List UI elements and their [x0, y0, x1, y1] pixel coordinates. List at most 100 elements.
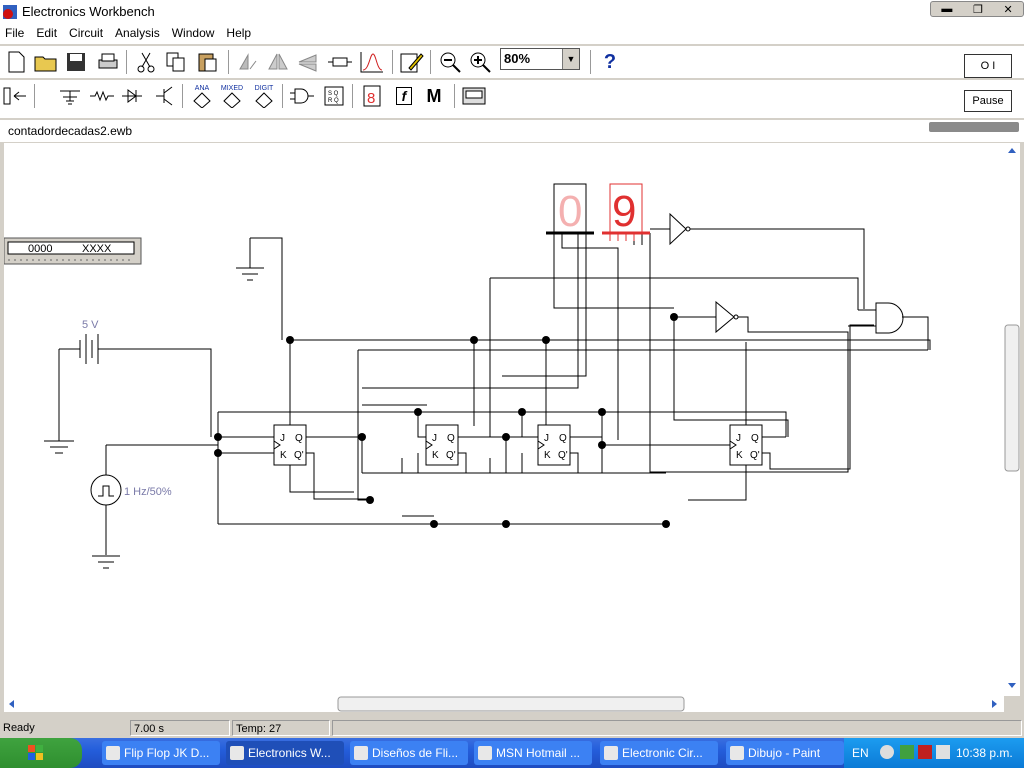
copy-button[interactable] — [162, 48, 190, 76]
document-title-bar: contadordecadas2.ewb — [0, 120, 1024, 142]
flip-vertical-button[interactable] — [294, 48, 322, 76]
volume-icon[interactable] — [880, 745, 894, 759]
rotate-button[interactable] — [234, 48, 262, 76]
print-button[interactable] — [94, 48, 122, 76]
diode-icon — [122, 89, 142, 103]
help-button[interactable]: ? — [603, 50, 617, 73]
indicators-button[interactable]: 8 — [358, 82, 386, 110]
paste-icon — [198, 53, 217, 72]
network-icon[interactable] — [900, 745, 914, 759]
transistors-button[interactable] — [150, 82, 178, 110]
ff1-qn-pin: Q' — [294, 450, 304, 461]
task-flip-flop[interactable]: Flip Flop JK D... — [102, 741, 220, 765]
vertical-scrollbar[interactable] — [1004, 143, 1020, 696]
graph-button[interactable] — [358, 48, 386, 76]
menu-bar: File Edit Circuit Analysis Window Help — [0, 24, 1024, 44]
svg-text:8: 8 — [367, 90, 375, 107]
digital-ic-icon — [255, 91, 273, 108]
new-file-button[interactable] — [2, 48, 30, 76]
description-pencil-icon — [400, 53, 424, 73]
minimize-icon[interactable]: ▬ — [941, 3, 953, 15]
menu-window[interactable]: Window — [171, 26, 215, 40]
word-generator-left: 0000 — [28, 243, 52, 255]
tray-app-icon[interactable] — [936, 745, 950, 759]
description-button[interactable] — [398, 48, 426, 76]
start-button[interactable] — [0, 738, 82, 768]
miscellaneous-button[interactable]: M — [420, 82, 448, 110]
menu-edit[interactable]: Edit — [36, 26, 58, 40]
parts-bin-button[interactable] — [2, 82, 30, 110]
task-label: Electronic Cir... — [622, 746, 703, 760]
ground-source-icon — [60, 90, 80, 105]
menu-analysis[interactable]: Analysis — [115, 26, 160, 40]
pause-button[interactable]: Pause — [964, 90, 1012, 112]
analog-label: ANA — [194, 84, 210, 92]
zonealarm-icon[interactable] — [918, 745, 932, 759]
ff4-q-pin: Q — [751, 433, 759, 444]
ff2-q-pin: Q — [447, 433, 455, 444]
diodes-button[interactable] — [118, 82, 146, 110]
seven-segment-icon: 8 — [363, 85, 381, 107]
open-button[interactable] — [32, 48, 60, 76]
scissors-icon — [137, 52, 155, 73]
digital-ics-button[interactable]: DIGIT — [250, 82, 278, 110]
task-paint[interactable]: Dibujo - Paint — [726, 741, 844, 765]
subcircuit-button[interactable] — [326, 48, 354, 76]
ie-icon — [106, 746, 120, 760]
basic-button[interactable] — [88, 82, 116, 110]
task-disenos[interactable]: Diseños de Fli... — [350, 741, 468, 765]
svg-text:S Q: S Q — [328, 91, 339, 97]
task-label: MSN Hotmail ... — [496, 746, 581, 760]
menu-file[interactable]: File — [5, 26, 25, 40]
language-indicator[interactable]: EN — [852, 746, 869, 760]
transistor-icon — [156, 86, 173, 106]
document-window-controls[interactable] — [929, 122, 1019, 132]
task-label: Diseños de Fli... — [372, 746, 459, 760]
task-msn-hotmail[interactable]: MSN Hotmail ... — [474, 741, 592, 765]
ff3-q-pin: Q — [559, 433, 567, 444]
sources-button[interactable] — [56, 82, 84, 110]
display-left-digit: 0 — [558, 187, 582, 236]
circuit-canvas[interactable]: 0000 XXXX 5 V 1 Hz/50% 0 9 J K Q Q' J K … — [4, 143, 1004, 696]
zoom-select[interactable]: 80% ▼ — [500, 48, 580, 70]
close-icon[interactable]: ✕ — [1003, 3, 1013, 16]
workbench-icon — [230, 746, 244, 760]
ff4-j-pin: J — [736, 433, 741, 444]
status-time: 7.00 s — [130, 720, 230, 736]
task-electronics-workbench[interactable]: Electronics W... — [226, 741, 344, 765]
zoom-in-button[interactable] — [466, 48, 494, 76]
ff4-k-pin: K — [736, 450, 743, 461]
controls-button[interactable]: f — [390, 82, 418, 110]
chevron-down-icon[interactable]: ▼ — [562, 49, 579, 69]
horizontal-scrollbar-graphic — [9, 696, 997, 712]
new-file-icon — [8, 51, 25, 73]
logic-gates-button[interactable] — [288, 82, 316, 110]
ff3-j-pin: J — [544, 433, 549, 444]
ie-icon — [604, 746, 618, 760]
paste-button[interactable] — [194, 48, 222, 76]
cut-button[interactable] — [132, 48, 160, 76]
instruments-button[interactable] — [460, 82, 488, 110]
zoom-out-button[interactable] — [436, 48, 464, 76]
horizontal-scrollbar[interactable] — [4, 696, 1004, 712]
task-electronic-cir[interactable]: Electronic Cir... — [600, 741, 718, 765]
power-switch[interactable]: O I — [964, 54, 1012, 78]
ff3-k-pin: K — [544, 450, 551, 461]
flip-horizontal-button[interactable] — [264, 48, 292, 76]
menu-circuit[interactable]: Circuit — [69, 26, 104, 40]
open-folder-icon — [34, 56, 57, 72]
zoom-out-icon — [440, 52, 461, 73]
menu-help[interactable]: Help — [226, 26, 252, 40]
word-generator-right: XXXX — [82, 243, 112, 255]
copy-icon — [166, 52, 185, 72]
mixed-ics-button[interactable]: MIXED — [218, 82, 246, 110]
zoom-value: 80% — [504, 51, 531, 66]
analog-ics-button[interactable]: ANA — [188, 82, 216, 110]
vertical-scrollbar-graphic — [1004, 148, 1020, 688]
ff1-q-pin: Q — [295, 433, 303, 444]
status-state: Ready — [3, 722, 35, 734]
restore-icon[interactable]: ❐ — [972, 3, 983, 16]
save-button[interactable] — [62, 48, 90, 76]
parts-bin-icon — [3, 87, 26, 105]
